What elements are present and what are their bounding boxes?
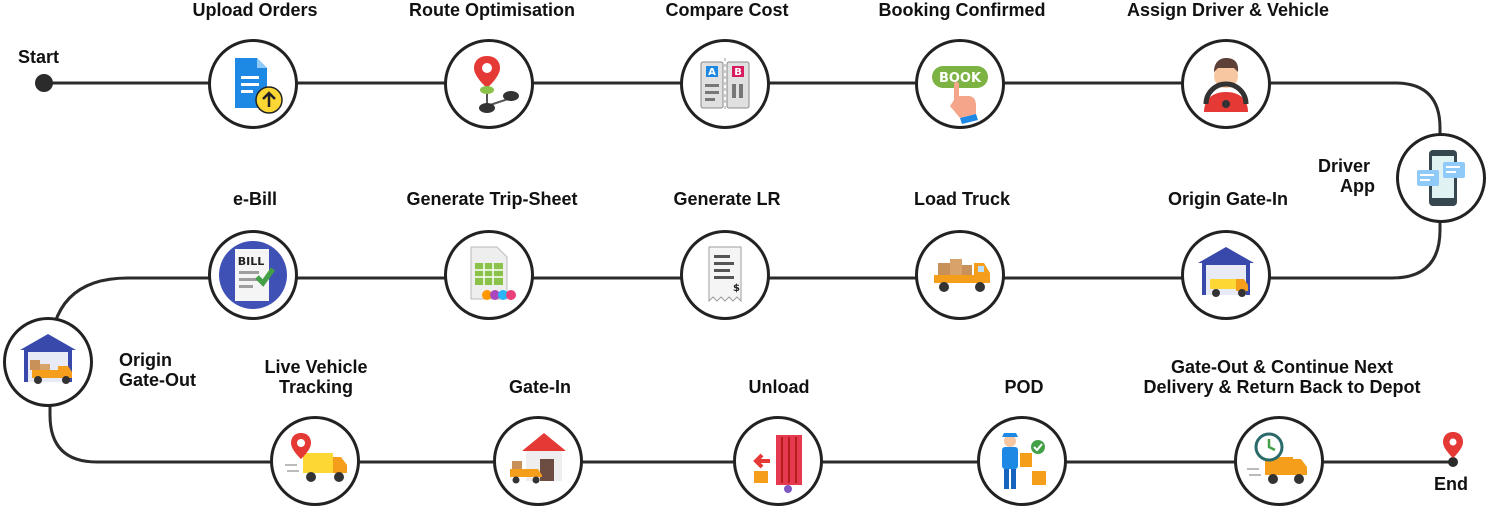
end-pin-icon — [1443, 432, 1463, 458]
start-label: Start — [18, 47, 60, 67]
route-pin-icon — [474, 56, 519, 113]
svg-text:BILL: BILL — [238, 255, 265, 268]
gate-out-line2: Delivery & Return Back to Depot — [1143, 377, 1421, 397]
driver-app-line2: App — [1340, 176, 1375, 196]
live-tracking-line2: Tracking — [278, 377, 354, 397]
spreadsheet-icon — [470, 246, 516, 300]
mobile-chat-icon — [1417, 150, 1465, 206]
step-pod — [977, 416, 1067, 506]
step-load-truck — [915, 230, 1005, 320]
step-origin-gate-out-label: Origin Gate-Out — [119, 350, 196, 390]
driver-app-line1: Driver — [1318, 156, 1371, 176]
unload-container-icon — [753, 435, 802, 493]
warehouse-truck-icon — [1198, 247, 1254, 297]
bill-check-icon: BILL — [219, 241, 287, 309]
step-pod-label: POD — [1004, 377, 1044, 397]
loaded-truck-icon — [934, 259, 990, 292]
step-unload-label: Unload — [748, 377, 810, 397]
svg-text:B: B — [734, 67, 742, 78]
step-upload-orders — [208, 39, 298, 129]
step-live-tracking-label: Live Vehicle Tracking — [264, 357, 367, 397]
end-dot — [1448, 457, 1458, 467]
live-tracking-line1: Live Vehicle — [264, 357, 368, 377]
delivery-person-icon — [1002, 433, 1046, 489]
warehouse-truck-icon — [20, 334, 76, 384]
compare-ab-icon: A B — [700, 58, 750, 112]
step-route-optimisation-label: Route Optimisation — [409, 0, 575, 20]
step-driver-app-label: Driver App — [1318, 156, 1375, 196]
step-assign-driver — [1181, 39, 1271, 129]
step-driver-app — [1396, 133, 1486, 223]
start-dot — [35, 74, 53, 92]
book-button-icon: BOOK — [932, 66, 988, 124]
tracking-truck-icon — [285, 433, 347, 482]
step-e-bill: BILL — [208, 230, 298, 320]
clock-truck-icon — [1247, 432, 1307, 484]
svg-text:BOOK: BOOK — [939, 71, 982, 86]
receipt-icon: $ — [708, 246, 742, 303]
step-unload — [733, 416, 823, 506]
step-gate-in-label: Gate-In — [508, 377, 572, 397]
step-generate-lr-label: Generate LR — [673, 189, 781, 209]
step-booking-confirmed: BOOK — [915, 39, 1005, 129]
upload-document-icon — [235, 58, 283, 114]
step-generate-lr: $ — [680, 230, 770, 320]
step-gate-in — [493, 416, 583, 506]
step-trip-sheet-label: Generate Trip-Sheet — [406, 189, 578, 209]
step-gate-out — [1234, 416, 1324, 506]
step-e-bill-label: e-Bill — [232, 189, 278, 209]
step-assign-driver-label: Assign Driver & Vehicle — [1126, 0, 1330, 20]
step-trip-sheet — [444, 230, 534, 320]
step-load-truck-label: Load Truck — [913, 189, 1011, 209]
house-truck-icon — [510, 433, 566, 484]
step-upload-orders-label: Upload Orders — [192, 0, 318, 20]
step-gate-out-label: Gate-Out & Continue Next Delivery & Retu… — [1143, 357, 1420, 397]
svg-text:$: $ — [733, 283, 740, 294]
step-origin-gate-out — [3, 317, 93, 407]
driver-icon — [1203, 58, 1249, 112]
step-compare-cost-label: Compare Cost — [665, 0, 789, 20]
end-label: End — [1434, 474, 1468, 494]
step-route-optimisation — [444, 39, 534, 129]
flow-line — [44, 81, 1453, 464]
origin-gate-out-line1: Origin — [119, 350, 172, 370]
gate-out-line1: Gate-Out & Continue Next — [1170, 357, 1394, 377]
step-booking-confirmed-label: Booking Confirmed — [878, 0, 1046, 20]
step-origin-gate-in — [1181, 230, 1271, 320]
step-origin-gate-in-label: Origin Gate-In — [1167, 189, 1289, 209]
svg-text:A: A — [708, 67, 716, 78]
step-compare-cost: A B — [680, 39, 770, 129]
origin-gate-out-line2: Gate-Out — [119, 370, 197, 390]
step-live-tracking — [270, 416, 360, 506]
